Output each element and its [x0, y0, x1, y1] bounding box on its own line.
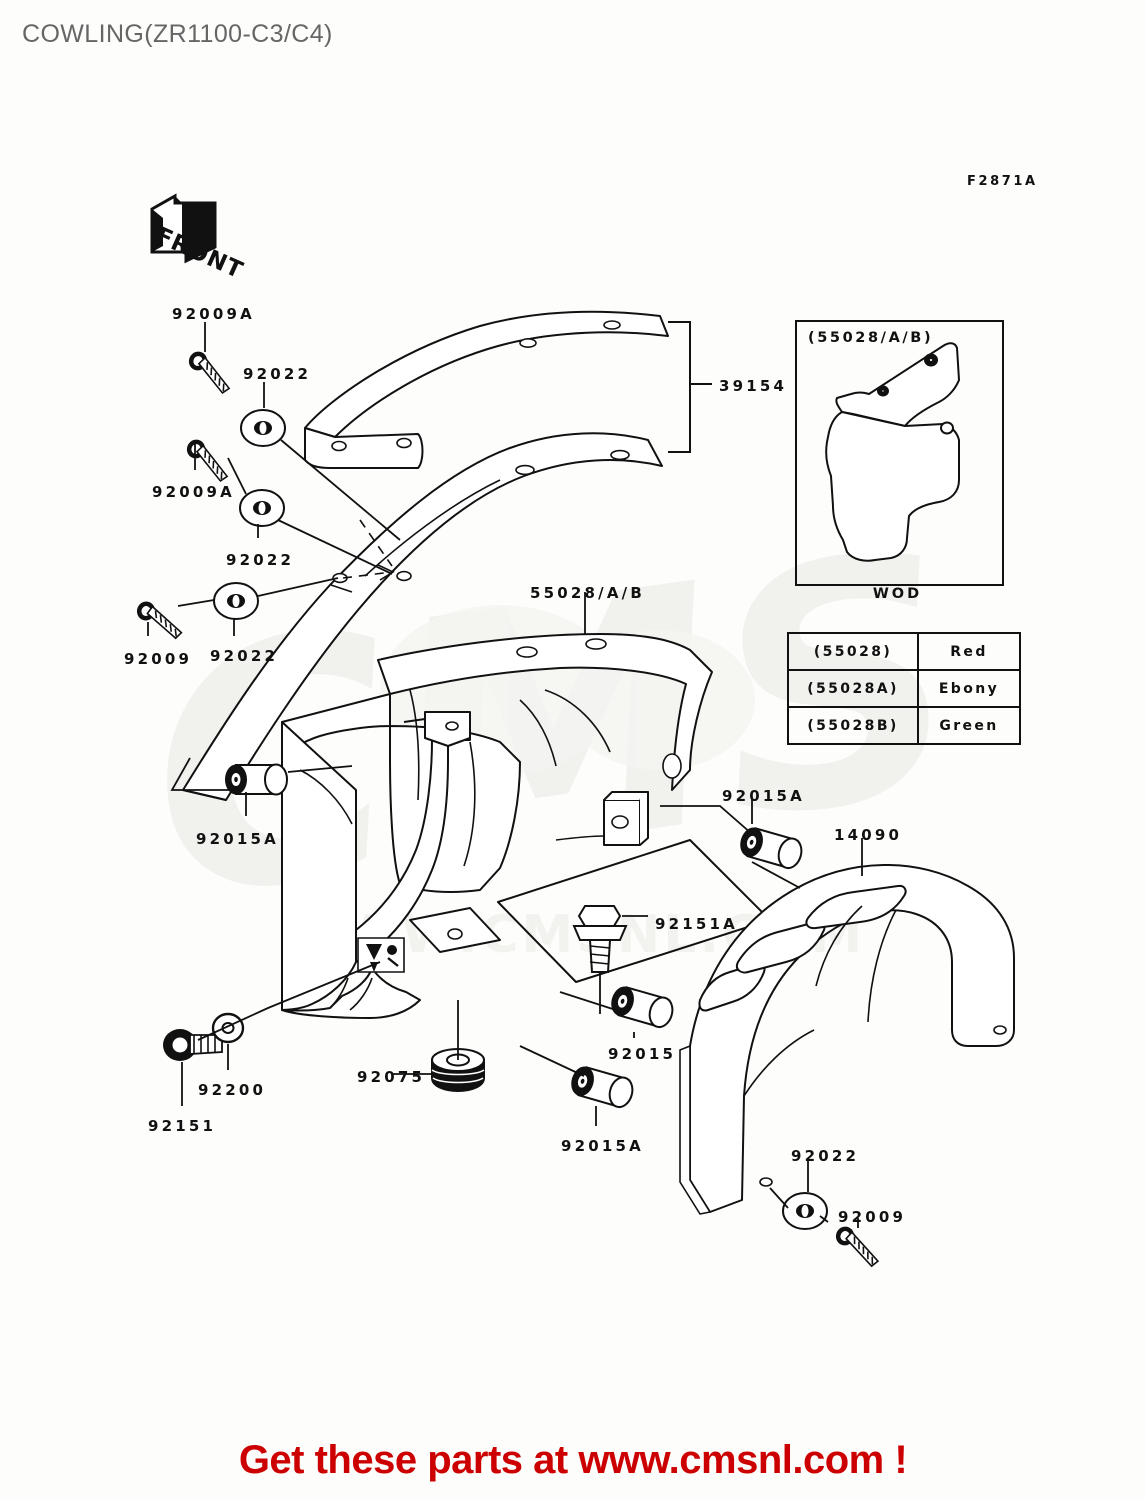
- callout-92151A: 92151A: [655, 915, 738, 933]
- leader-lines: [147, 322, 863, 1228]
- leader-39154: [668, 321, 712, 453]
- callout-92009A-1: 92009A: [172, 305, 255, 323]
- table-row: (55028) Red: [787, 632, 1021, 671]
- assembly-arrow: [377, 564, 395, 581]
- inset-caption: WOD: [872, 586, 923, 602]
- callout-92075: 92075: [357, 1068, 426, 1086]
- part-92015A-collar-3: [566, 1062, 637, 1111]
- callout-55028: 55028/A/B: [530, 584, 645, 602]
- callout-92009-2: 92009: [838, 1208, 907, 1226]
- legend-color-0: Red: [917, 632, 1021, 671]
- color-legend-table: (55028) Red (55028A) Ebony (55028B) Gree…: [787, 632, 1021, 745]
- part-39154-second-bracket: [182, 432, 663, 801]
- legend-code-1: (55028A): [787, 669, 919, 708]
- footer-tagline: Get these parts at www.cmsnl.com !: [238, 1438, 908, 1482]
- callout-39154: 39154: [719, 377, 788, 395]
- reference-code: F2871A: [967, 174, 1038, 189]
- warning-decal-icon: [357, 937, 405, 973]
- part-14090-cover: [679, 864, 1015, 1215]
- part-92151A-flange-bolt: [572, 905, 628, 973]
- legend-color-2: Green: [917, 706, 1021, 745]
- callout-92009-1: 92009: [124, 650, 193, 668]
- inset-box-55028: [795, 320, 1004, 586]
- inset-label: (55028/A/B): [808, 330, 934, 346]
- callout-92015A-2: 92015A: [722, 787, 805, 805]
- table-row: (55028A) Ebony: [787, 669, 1021, 708]
- callout-92015: 92015: [608, 1045, 677, 1063]
- part-39154-upper-bracket: [304, 310, 669, 469]
- callout-92015A-3: 92015A: [561, 1137, 644, 1155]
- part-55028-main-cowling: [281, 633, 771, 1019]
- part-92009-screw-right: [829, 1223, 887, 1269]
- part-92200-washer: [211, 1012, 245, 1044]
- part-92022-washer-2: [239, 489, 285, 527]
- callout-92015A-1: 92015A: [196, 830, 279, 848]
- callout-14090: 14090: [834, 826, 903, 844]
- assembly-dash-lines: [342, 519, 393, 579]
- part-92022-washer-1: [240, 409, 286, 447]
- part-92009A-screw-2: [179, 435, 237, 484]
- page-title: COWLING(ZR1100-C3/C4): [22, 20, 333, 48]
- callout-92200: 92200: [198, 1081, 267, 1099]
- callout-92022-1: 92022: [243, 365, 312, 383]
- legend-code-0: (55028): [787, 632, 919, 671]
- callout-92009A-2: 92009A: [152, 483, 235, 501]
- callout-92151: 92151: [148, 1117, 217, 1135]
- legend-color-1: Ebony: [917, 669, 1021, 708]
- part-92022-washer-3: [213, 582, 259, 620]
- part-92022-washer-4: [782, 1192, 828, 1230]
- table-row: (55028B) Green: [787, 706, 1021, 745]
- front-arrow-icon: FRONT: [150, 193, 247, 284]
- part-92151-screw: [163, 1029, 223, 1061]
- callout-92022-2: 92022: [226, 551, 295, 569]
- part-92009A-screw-1: [181, 347, 239, 396]
- legend-code-2: (55028B): [787, 706, 919, 745]
- part-92015-collar: [606, 982, 677, 1031]
- callout-92022-3: 92022: [210, 647, 279, 665]
- callout-92022-4: 92022: [791, 1147, 860, 1165]
